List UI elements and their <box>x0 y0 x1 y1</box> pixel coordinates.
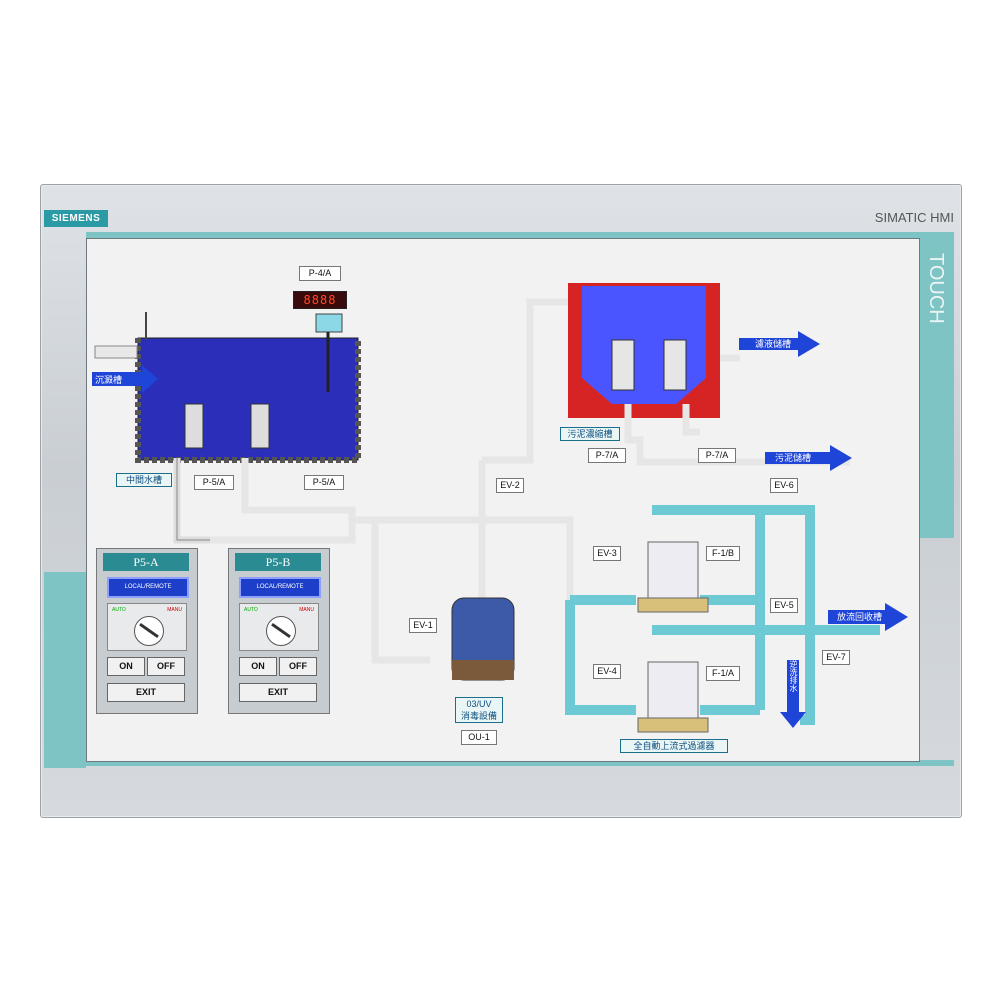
sludge-tank-label: 污泥濃縮槽 <box>560 427 620 441</box>
auto-label: AUTO <box>112 607 126 613</box>
backwash-label: 逆洗排水 <box>789 660 798 692</box>
off-button[interactable]: OFF <box>147 657 185 676</box>
filtrate-label: 濾液儲槽 <box>755 339 792 349</box>
tag-ev5[interactable]: EV-5 <box>770 598 798 613</box>
siemens-logo: SIEMENS <box>44 210 108 227</box>
pump-p5a <box>184 403 204 449</box>
discharge-label: 放流回收槽 <box>837 612 883 622</box>
bezel-accent-right <box>918 238 954 538</box>
manu-label: MANU <box>299 607 314 613</box>
tag-ev4[interactable]: EV-4 <box>593 664 621 679</box>
bezel-accent-bottom <box>86 760 954 766</box>
panel-title: P5-A <box>103 553 189 571</box>
on-button[interactable]: ON <box>107 657 145 676</box>
arrow-inlet <box>92 365 158 393</box>
sludge-out-label: 污泥儲槽 <box>775 453 812 463</box>
filter-f1b <box>647 541 699 601</box>
bezel-accent-top <box>86 232 954 238</box>
arrow-filtrate <box>739 331 820 357</box>
mode-selector[interactable]: AUTO MANU <box>107 603 187 651</box>
on-button[interactable]: ON <box>239 657 277 676</box>
middle-water-tank <box>137 337 359 461</box>
tag-ev3[interactable]: EV-3 <box>593 546 621 561</box>
tag-ev7[interactable]: EV-7 <box>822 650 850 665</box>
inlet-label: 沉澱槽 <box>95 375 123 385</box>
arrow-discharge <box>828 603 908 631</box>
tag-f1a[interactable]: F-1/A <box>706 666 740 681</box>
touch-label: TOUCH <box>925 252 947 324</box>
panel-title: P5-B <box>235 553 321 571</box>
arrow-sludge <box>765 445 852 471</box>
manu-label: MANU <box>167 607 182 613</box>
tag-p5a-2[interactable]: P-5/A <box>304 475 344 490</box>
level-display: 8888 <box>293 291 347 309</box>
inlet-pipe <box>94 345 138 359</box>
off-button[interactable]: OFF <box>279 657 317 676</box>
exit-button[interactable]: EXIT <box>239 683 317 702</box>
tag-p4a: P-4/A <box>299 266 341 281</box>
panel-p5b: P5-B LOCAL/REMOTE AUTO MANU ON OFF EXIT <box>228 548 330 714</box>
selector-knob[interactable] <box>134 616 164 646</box>
bezel-accent-left <box>44 572 86 768</box>
filter-group-label: 全自動上流式過濾器 <box>620 739 728 753</box>
local-remote-button[interactable]: LOCAL/REMOTE <box>107 577 189 598</box>
panel-p5a: P5-A LOCAL/REMOTE AUTO MANU ON OFF EXIT <box>96 548 198 714</box>
tag-p5a-1[interactable]: P-5/A <box>194 475 234 490</box>
tag-ev1[interactable]: EV-1 <box>409 618 437 633</box>
uv-label: 03/UV 消毒設備 <box>455 697 503 723</box>
tag-f1b[interactable]: F-1/B <box>706 546 740 561</box>
model-label: SIMATIC HMI <box>874 210 954 225</box>
auto-label: AUTO <box>244 607 258 613</box>
level-sensor <box>315 313 343 333</box>
tag-ou1[interactable]: OU-1 <box>461 730 497 745</box>
mode-selector[interactable]: AUTO MANU <box>239 603 319 651</box>
tag-p7a-1[interactable]: P-7/A <box>588 448 626 463</box>
middle-tank-label: 中間水槽 <box>116 473 172 487</box>
tag-ev2[interactable]: EV-2 <box>496 478 524 493</box>
arrow-backwash <box>780 660 806 728</box>
exit-button[interactable]: EXIT <box>107 683 185 702</box>
local-remote-button[interactable]: LOCAL/REMOTE <box>239 577 321 598</box>
tag-ev6[interactable]: EV-6 <box>770 478 798 493</box>
pump-p5b <box>250 403 270 449</box>
filter-f1a <box>647 661 699 721</box>
sludge-tank <box>582 286 706 404</box>
selector-knob[interactable] <box>266 616 296 646</box>
tag-p7a-2[interactable]: P-7/A <box>698 448 736 463</box>
